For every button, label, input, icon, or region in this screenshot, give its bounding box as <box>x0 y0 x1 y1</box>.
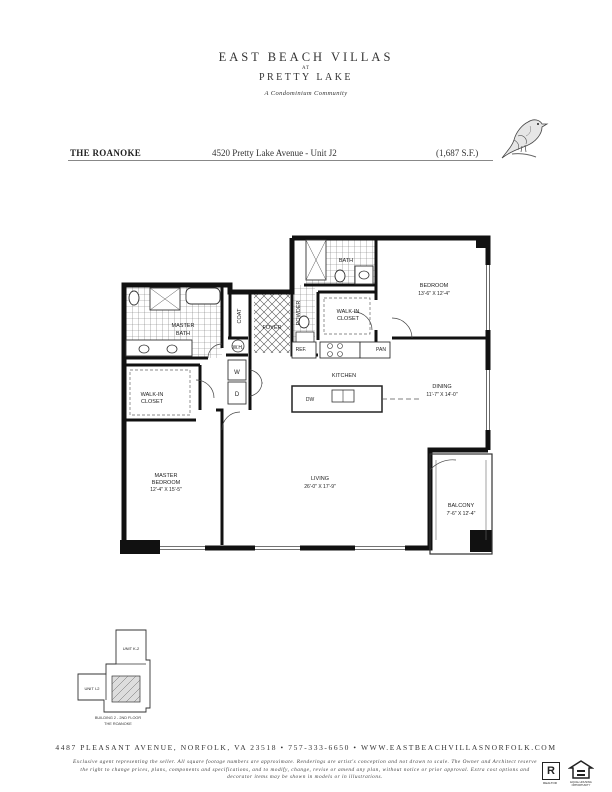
foyer-label: FOYER <box>263 325 282 331</box>
bird-illustration-icon <box>501 119 549 159</box>
living-label: LIVING <box>311 476 329 482</box>
dining-label: DINING <box>432 384 451 390</box>
dining-dims: 11'-7" X 14'-0" <box>426 392 457 398</box>
brand-place: PRETTY LAKE <box>258 72 354 83</box>
walkin-closet-upper-label-2: CLOSET <box>337 316 360 322</box>
dishwasher-label: DW <box>306 397 315 403</box>
pan-label: PAN <box>376 347 386 353</box>
walkin-closet-upper-label-1: WALK-IN <box>337 309 360 315</box>
realtor-logo-text: REALTOR <box>543 781 557 785</box>
keyplan-unit-i2: UNIT I-2 <box>84 686 100 691</box>
bath-label: BATH <box>339 258 353 264</box>
powder-floor <box>293 285 315 345</box>
brand-tagline: A Condominium Community <box>264 90 348 97</box>
ref-label: REF. <box>296 347 307 353</box>
key-plan: UNIT K-2 UNIT I-2 <box>77 629 151 713</box>
living-dims: 26'-0" X 17'-9" <box>304 484 336 490</box>
footer-contact: 4487 PLEASANT AVENUE, NORFOLK, VA 23518 … <box>55 743 557 752</box>
balcony-door-swing <box>429 459 457 471</box>
unit-name: THE ROANOKE <box>70 148 142 158</box>
equal-housing-text: EQUAL HOUSING OPPORTUNITY <box>570 781 592 787</box>
header-rule <box>68 160 493 161</box>
realtor-logo-icon: R <box>542 762 560 780</box>
dryer-label: D <box>235 392 240 398</box>
washer-label: W <box>234 370 240 376</box>
realtor-logo-letter: R <box>547 765 555 777</box>
balcony-outline <box>429 453 493 555</box>
unit-area: (1,687 S.F.) <box>436 148 479 158</box>
keyplan-unit-k2: UNIT K-2 <box>123 646 140 651</box>
brand-name: EAST BEACH VILLAS <box>218 50 394 64</box>
bedroom-label: BEDROOM <box>420 283 449 289</box>
master-bedroom-dims: 12'-4" X 15'-5" <box>150 487 182 493</box>
equal-housing-icon <box>568 760 594 779</box>
bedroom-dims: 13'-6" X 12'-4" <box>418 291 450 297</box>
water-heater-label: W.H. <box>233 345 244 351</box>
walkin-closet-lower-label-1: WALK-IN <box>141 392 164 398</box>
footer-disclaimer: Exclusive agent representing the seller.… <box>73 759 537 780</box>
balcony-dims: 7'-6" X 12'-4" <box>447 511 476 517</box>
foyer-floor <box>254 293 290 353</box>
unit-address: 4520 Pretty Lake Avenue - Unit J2 <box>212 148 337 158</box>
keyplan-caption: BUILDING 2 - 2ND FLOOR <box>94 716 142 720</box>
master-bath-label-2: BATH <box>176 331 190 337</box>
powder-label: POWDER <box>296 301 302 326</box>
balcony-label: BALCONY <box>448 503 475 509</box>
master-bath-label-1: MASTER <box>172 323 195 329</box>
kitchen-label: KITCHEN <box>332 373 356 379</box>
coat-label: COAT <box>237 308 243 324</box>
master-bedroom-label-2: BEDROOM <box>152 480 181 486</box>
brand-at: AT <box>301 66 311 71</box>
keyplan-subcaption: THE ROANOKE <box>104 722 132 726</box>
walkin-closet-lower-label-2: CLOSET <box>141 399 164 405</box>
master-bedroom-label-1: MASTER <box>155 473 178 479</box>
